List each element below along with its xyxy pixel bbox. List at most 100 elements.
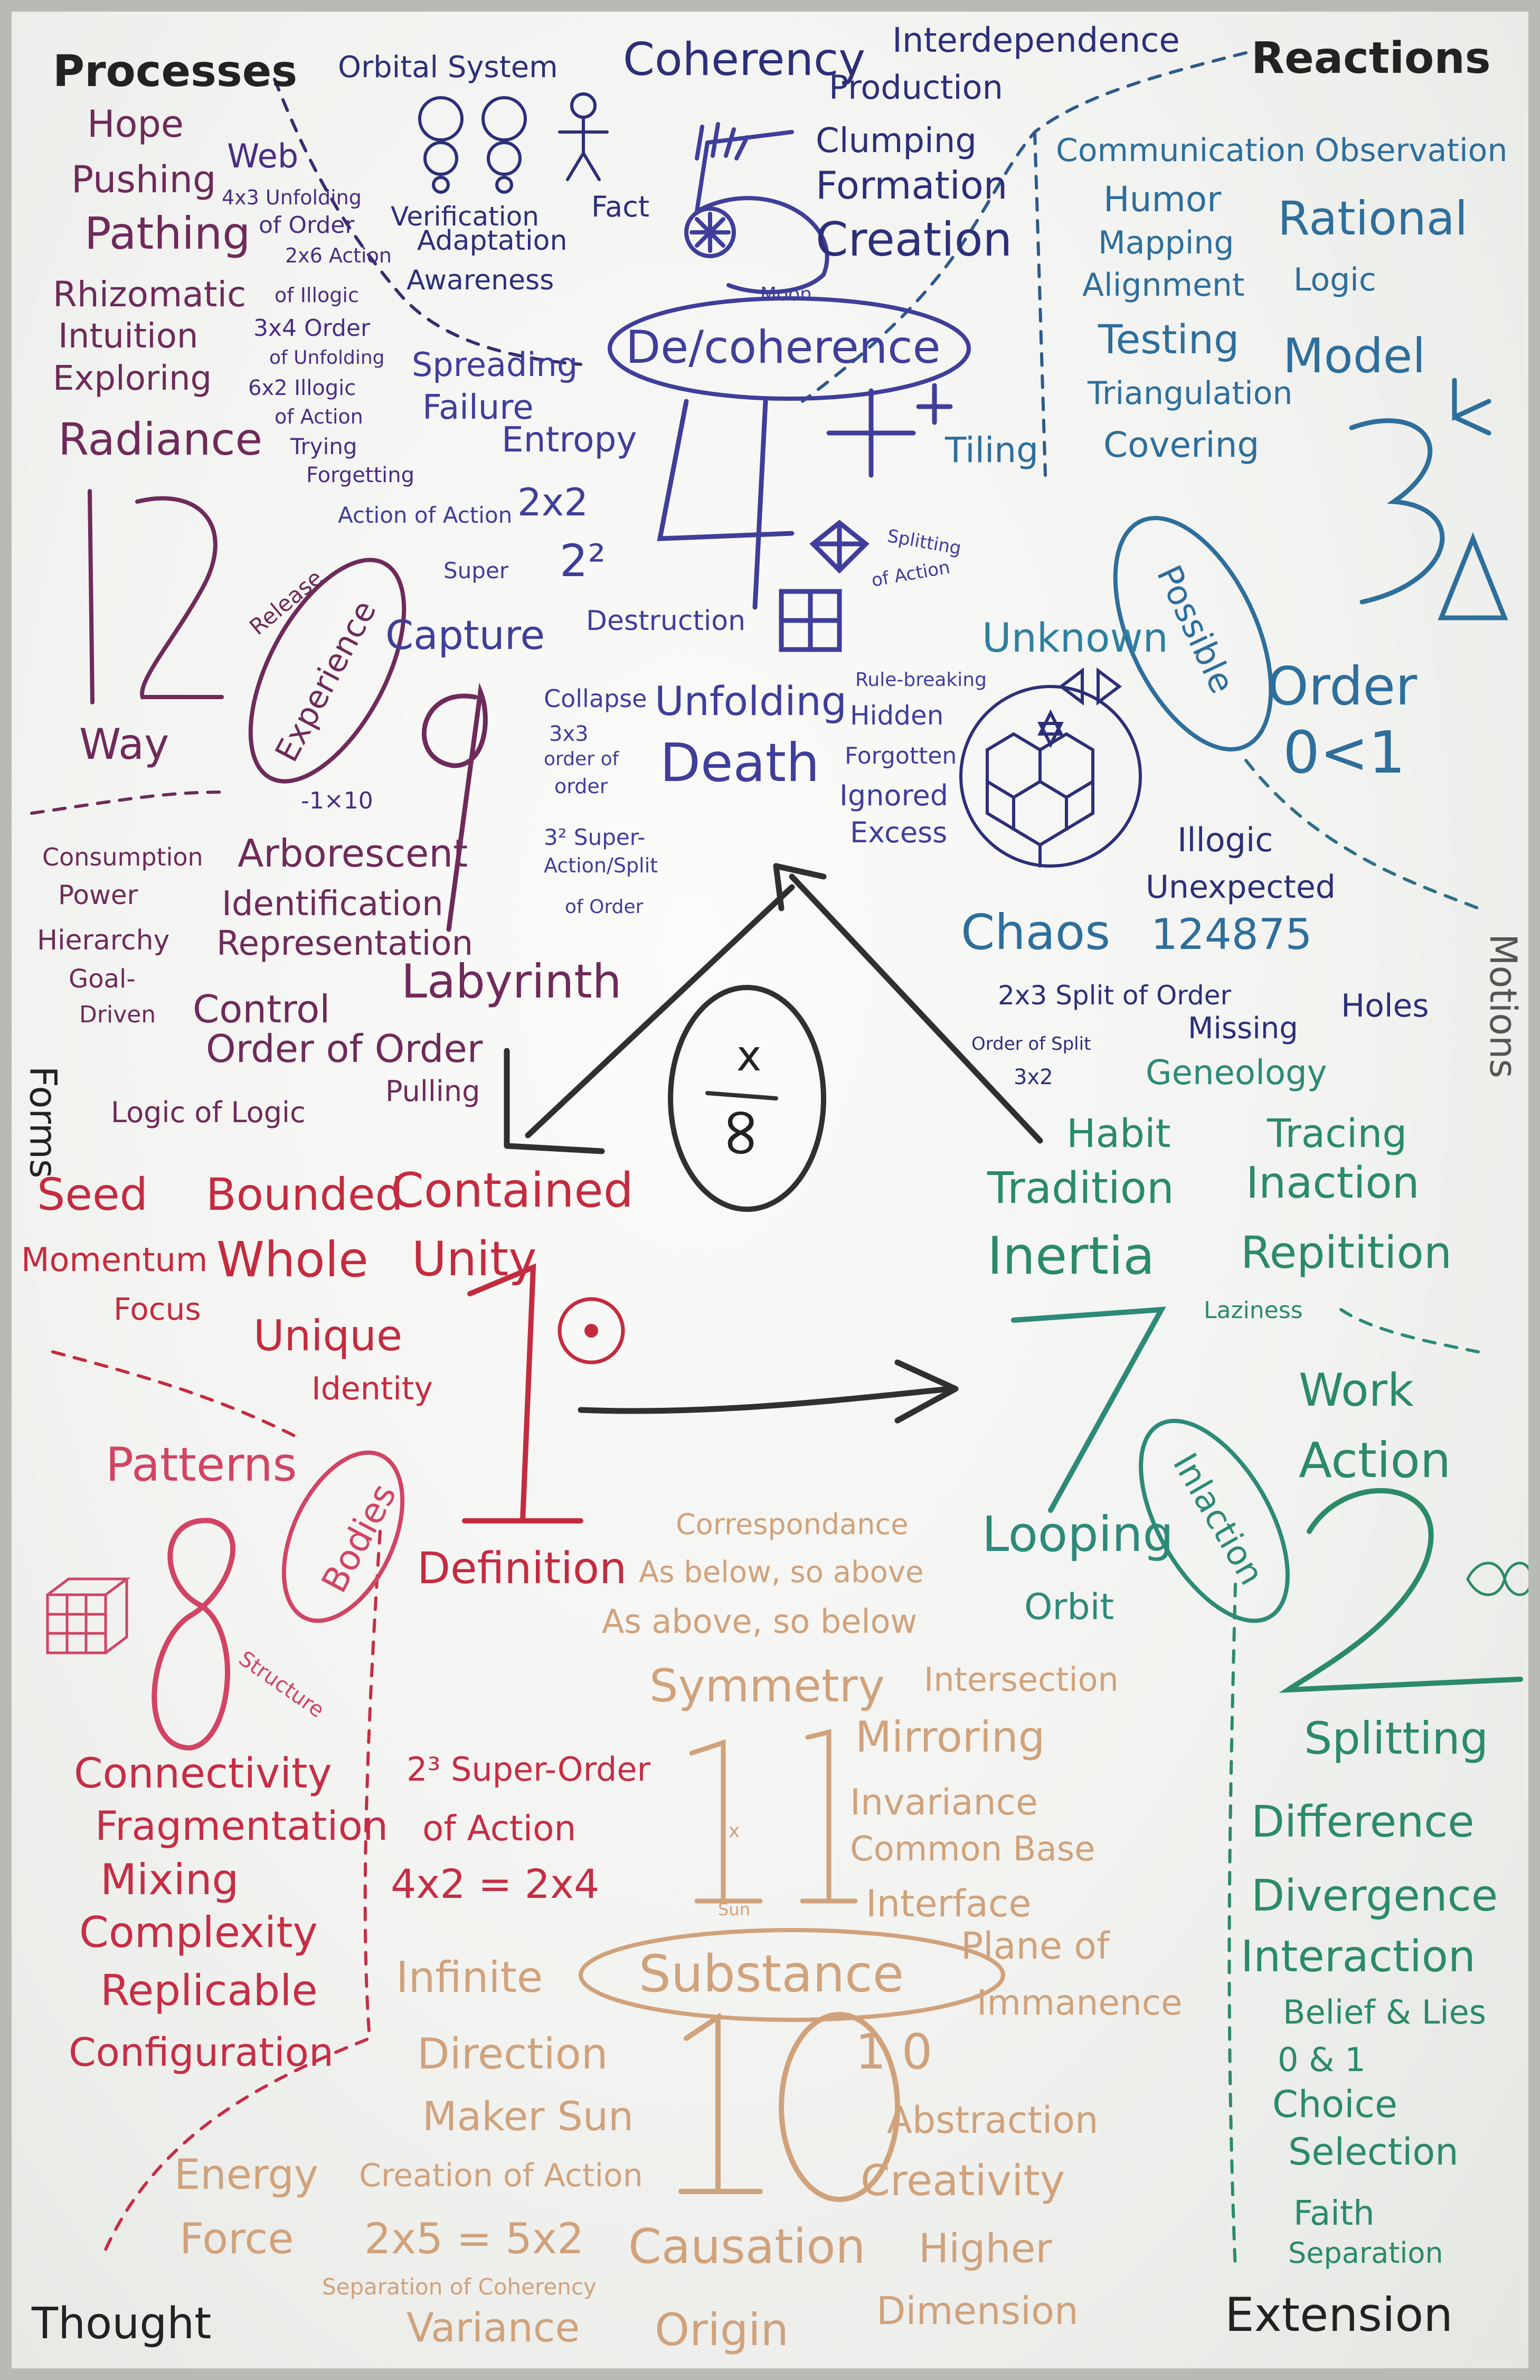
label-repitition: Repitition bbox=[1241, 1227, 1452, 1278]
label-adaptation: Adaptation bbox=[417, 225, 568, 257]
ten-bottom-drawing bbox=[678, 2012, 900, 2202]
label-definition: Definition bbox=[417, 1544, 627, 1594]
label-logic-of-logic: Logic of Logic bbox=[111, 1096, 306, 1129]
label-symmetry: Symmetry bbox=[649, 1660, 885, 1713]
label-as-below: As below, so above bbox=[639, 1555, 924, 1589]
label-production: Production bbox=[829, 68, 1003, 107]
label-higher: Higher bbox=[919, 2225, 1052, 2272]
label-logic: Logic bbox=[1293, 261, 1376, 298]
label-radiance: Radiance bbox=[58, 413, 263, 465]
label-hierarchy: Hierarchy bbox=[37, 925, 170, 956]
label-two-cubed: 2³ Super-Order bbox=[407, 1750, 650, 1789]
label-spreading: Spreading bbox=[412, 345, 578, 384]
center-circle bbox=[668, 985, 826, 1212]
label-contained: Contained bbox=[391, 1163, 634, 1218]
chaos-circle-drawing bbox=[959, 667, 1142, 868]
label-illogic-6x2: 6x2 Illogic bbox=[248, 376, 356, 400]
label-patterns: Patterns bbox=[106, 1437, 297, 1492]
label-orbital-system: Orbital System bbox=[338, 50, 558, 84]
label-model: Model bbox=[1283, 328, 1426, 384]
label-seed: Seed bbox=[37, 1169, 148, 1220]
label-abstraction: Abstraction bbox=[887, 2099, 1099, 2142]
label-intuition: Intuition bbox=[58, 317, 199, 356]
label-holes: Holes bbox=[1341, 987, 1429, 1024]
label-origin: Origin bbox=[655, 2304, 789, 2356]
label-forgetting: Forgetting bbox=[306, 463, 415, 487]
label-order-3x4: 3x4 Order bbox=[253, 315, 371, 342]
label-divergence: Divergence bbox=[1251, 1871, 1498, 1921]
label-unity: Unity bbox=[412, 1231, 537, 1287]
label-causation: Causation bbox=[628, 2219, 866, 2274]
label-one-zero: 1 0 bbox=[855, 2024, 933, 2080]
label-infinite: Infinite bbox=[396, 1953, 543, 2002]
label-inaction: Inaction bbox=[1246, 1158, 1420, 1208]
label-unfolding-order: 4x3 Unfolding bbox=[222, 186, 362, 209]
label-alignment: Alignment bbox=[1082, 267, 1245, 304]
label-of-action-bodies: of Action bbox=[422, 1808, 577, 1849]
five-hand-drawing bbox=[684, 122, 829, 295]
label-labyrinth: Labyrinth bbox=[401, 954, 622, 1009]
experience-ellipse bbox=[248, 558, 407, 784]
label-habit: Habit bbox=[1066, 1111, 1171, 1156]
label-action: Action bbox=[1299, 1432, 1451, 1489]
label-creation-of-action: Creation of Action bbox=[359, 2157, 643, 2194]
label-hope: Hope bbox=[87, 102, 184, 146]
arrow-death-to-forms bbox=[525, 884, 795, 1139]
label-identification: Identification bbox=[222, 885, 443, 924]
label-looping: Looping bbox=[982, 1506, 1174, 1563]
label-direction: Direction bbox=[417, 2029, 608, 2078]
label-2-squared: 2² bbox=[560, 535, 606, 587]
label-maker-sun: Maker Sun bbox=[422, 2093, 634, 2140]
corner-reactions: Reactions bbox=[1251, 33, 1491, 83]
label-order-of-order: Order of Order bbox=[206, 1027, 483, 1071]
nine-drawing bbox=[421, 682, 488, 932]
label-4x2: 4x2 = 2x4 bbox=[391, 1860, 600, 1907]
label-arborescent: Arborescent bbox=[238, 831, 468, 876]
eight-drawing bbox=[46, 1518, 235, 1751]
label-order-of-split: Order of Split bbox=[971, 1033, 1091, 1055]
label-plane-of: Plane of bbox=[961, 1924, 1110, 1968]
label-mixing: Mixing bbox=[100, 1855, 239, 1904]
label-super: Super bbox=[443, 558, 509, 584]
label-formation: Formation bbox=[816, 163, 1008, 208]
arrow-habit-to-death bbox=[789, 873, 1043, 1144]
label-choice: Choice bbox=[1272, 2083, 1398, 2126]
label-digits: 124875 bbox=[1151, 910, 1312, 959]
inlaction-ellipse bbox=[1139, 1418, 1290, 1623]
label-trying: Trying bbox=[290, 434, 357, 459]
label-3-squared-super: 3² Super- bbox=[544, 824, 646, 850]
two-drawing bbox=[1279, 1488, 1533, 1693]
label-moon: Moon bbox=[760, 284, 812, 305]
label-2x2: 2x2 bbox=[517, 480, 589, 524]
label-rational: Rational bbox=[1278, 191, 1468, 246]
label-variance: Variance bbox=[407, 2304, 580, 2351]
label-geneology: Geneology bbox=[1146, 1053, 1327, 1093]
label-replicable: Replicable bbox=[100, 1966, 318, 2015]
label-interface: Interface bbox=[866, 1882, 1032, 1925]
label-action-split: Action/Split bbox=[544, 854, 658, 877]
label-coherency: Coherency bbox=[623, 33, 866, 86]
label-work: Work bbox=[1299, 1364, 1414, 1417]
label-focus: Focus bbox=[114, 1291, 201, 1327]
label-action-of-action: Action of Action bbox=[338, 502, 513, 528]
orbit-ellipse bbox=[1033, 1476, 1037, 1481]
label-selection: Selection bbox=[1288, 2130, 1459, 2174]
label-creativity: Creativity bbox=[861, 2156, 1065, 2205]
label-force: Force bbox=[179, 2214, 294, 2263]
possible-ellipse bbox=[1113, 516, 1273, 751]
label-exploring: Exploring bbox=[53, 359, 212, 398]
label-covering: Covering bbox=[1103, 425, 1260, 465]
divider-inertia bbox=[1339, 1308, 1480, 1353]
label-hidden: Hidden bbox=[850, 700, 944, 731]
label-orbit: Orbit bbox=[1024, 1586, 1114, 1628]
bodies-ellipse bbox=[281, 1450, 405, 1623]
label-of-action: of Action bbox=[275, 405, 363, 428]
label-separation: Separation bbox=[1288, 2236, 1443, 2270]
label-of-unfolding: of Unfolding bbox=[269, 347, 385, 369]
label-destruction: Destruction bbox=[586, 605, 746, 637]
label-of-illogic: of Illogic bbox=[275, 284, 359, 307]
label-invariance: Invariance bbox=[850, 1782, 1038, 1823]
label-pulling: Pulling bbox=[385, 1075, 480, 1108]
label-unfolding: Unfolding bbox=[655, 678, 847, 725]
